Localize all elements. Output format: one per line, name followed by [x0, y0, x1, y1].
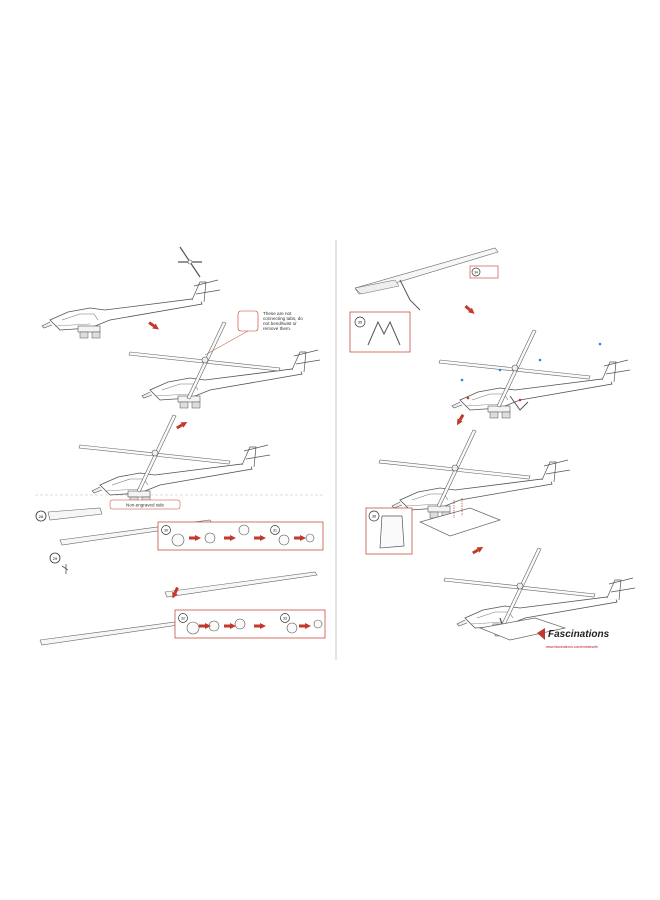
tail-rotor-part: [178, 246, 202, 278]
arrow-2: [175, 419, 189, 431]
arrow-4: [463, 303, 477, 317]
step-36-callout: 36: [365, 507, 413, 555]
step-34-callout: 34: [469, 265, 499, 279]
arrow-1: [147, 320, 161, 332]
tabs-callout-box: [237, 310, 259, 332]
step-34-label: 34: [474, 271, 478, 275]
arrow-6: [471, 544, 485, 556]
step-29: [49, 552, 61, 564]
step-32-label: 32: [181, 617, 185, 621]
diagram-step-1: [41, 279, 221, 339]
diagram-step-3: [78, 414, 271, 504]
step-28: [35, 510, 47, 522]
step-30-label: 30: [164, 529, 168, 533]
tabs-note: These are not connecting tabs, do not be…: [263, 311, 304, 331]
step-35-callout: 35: [349, 311, 411, 353]
step-33-label: 33: [283, 617, 287, 621]
brand-name: Fascinations: [548, 629, 610, 640]
brand-logo-icon: [537, 628, 545, 640]
step-36-label: 36: [372, 515, 376, 519]
step-35-label: 35: [358, 321, 362, 325]
diagram-final: [443, 547, 636, 641]
diagram-step-4: [438, 329, 631, 419]
blade-section: 28 Non-engraved side 29: [35, 499, 318, 646]
non-engraved-label: Non-engraved side: [126, 503, 165, 508]
diagram-step-5: [378, 429, 571, 519]
step-28-label: 28: [39, 514, 44, 519]
step-31-label: 31: [273, 529, 277, 533]
main-blade-part: [354, 247, 499, 295]
diagram-step-2: [128, 321, 321, 409]
brand-url: www.fascinations.com/metalearth: [546, 645, 598, 649]
subassembly-box-top: 30 31: [157, 521, 324, 551]
subassembly-box-bottom: 32 33: [174, 609, 326, 639]
stand-part: [418, 498, 502, 537]
arrow-5: [454, 413, 466, 427]
step-29-label: 29: [53, 556, 58, 561]
